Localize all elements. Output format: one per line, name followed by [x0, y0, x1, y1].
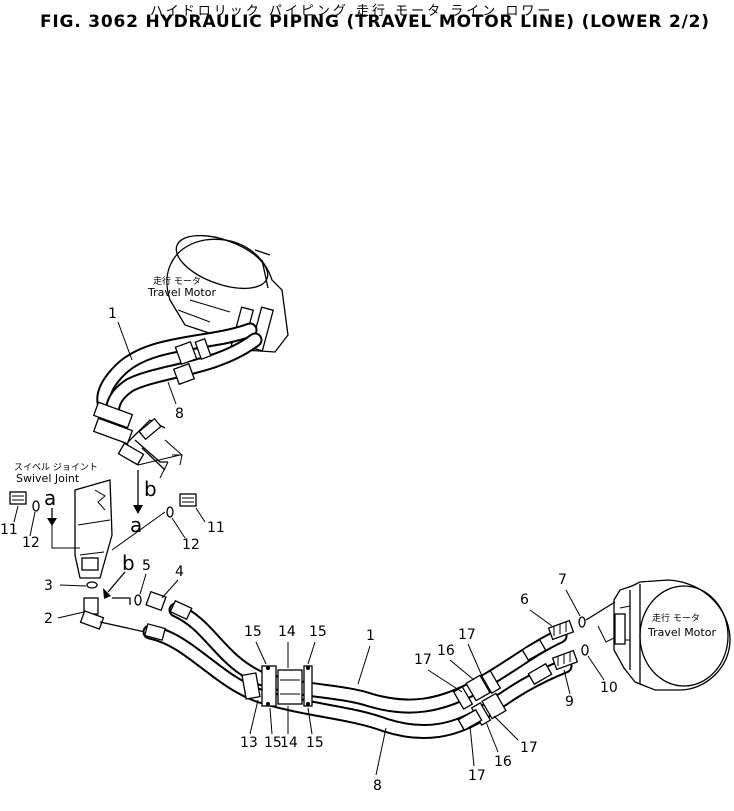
svg-text:12: 12	[22, 535, 40, 551]
svg-text:15: 15	[264, 735, 282, 751]
svg-text:a: a	[130, 513, 142, 537]
svg-text:3: 3	[44, 578, 53, 594]
svg-text:8: 8	[373, 778, 382, 794]
svg-text:17: 17	[520, 740, 538, 756]
svg-text:11: 11	[0, 522, 18, 538]
svg-text:5: 5	[142, 558, 151, 574]
svg-text:b: b	[144, 477, 157, 501]
svg-text:走行 モータ: 走行 モータ	[153, 275, 201, 287]
svg-text:6: 6	[520, 592, 529, 608]
svg-text:14: 14	[278, 624, 296, 640]
svg-text:9: 9	[565, 694, 574, 710]
fitting-6: 6 7	[520, 572, 619, 643]
clamp-right-labels: 17 16 17 17 16 17	[414, 627, 538, 784]
svg-text:7: 7	[558, 572, 567, 588]
svg-text:10: 10	[600, 680, 618, 696]
svg-text:Travel Motor: Travel Motor	[147, 286, 216, 299]
svg-text:17: 17	[468, 768, 486, 784]
svg-text:Travel Motor: Travel Motor	[647, 626, 716, 639]
swivel-view-letters: a b	[44, 486, 135, 599]
lower-hose-1	[168, 602, 568, 714]
svg-text:14: 14	[280, 735, 298, 751]
hose-end-fittings-left	[143, 599, 261, 700]
svg-text:15: 15	[244, 624, 262, 640]
lower-hose-8	[142, 624, 573, 740]
top-leaders: 1 8	[108, 306, 184, 479]
lower-hose-labels: 1 8	[357, 628, 387, 794]
swivel-joint	[51, 479, 166, 579]
svg-text:12: 12	[182, 537, 200, 553]
travel-motor-right	[613, 579, 731, 691]
svg-text:1: 1	[108, 306, 117, 322]
svg-text:13: 13	[240, 735, 258, 751]
svg-text:15: 15	[306, 735, 324, 751]
svg-text:スイベル ジョイント: スイベル ジョイント	[14, 463, 98, 473]
svg-text:2: 2	[44, 611, 53, 627]
svg-text:1: 1	[366, 628, 375, 644]
clamp-right	[452, 669, 507, 732]
clamp-left-labels: 15 14 15 13 15 14 15	[240, 624, 327, 751]
travel-motor-right-caption: 走行 モータ Travel Motor	[647, 612, 716, 639]
svg-text:b: b	[122, 551, 135, 575]
svg-text:16: 16	[437, 643, 455, 659]
upper-hose-pair	[92, 322, 263, 471]
elbow-fitting: 3 2	[44, 578, 146, 633]
svg-text:8: 8	[175, 406, 184, 422]
svg-text:a: a	[44, 486, 56, 510]
svg-text:11: 11	[207, 520, 225, 536]
svg-text:17: 17	[458, 627, 476, 643]
svg-text:Swivel Joint: Swivel Joint	[16, 472, 80, 485]
travel-motor-top-caption: 走行 モータ Travel Motor	[147, 275, 216, 299]
svg-text:走行 モータ: 走行 モータ	[652, 612, 700, 624]
adapter-fitting: 5 4	[134, 558, 184, 612]
swivel-joint-caption: スイベル ジョイント Swivel Joint	[14, 463, 98, 485]
svg-text:16: 16	[494, 754, 512, 770]
plug-right: 11 12	[166, 493, 225, 553]
svg-text:15: 15	[309, 624, 327, 640]
plug-left: 11 12	[0, 491, 40, 551]
svg-text:17: 17	[414, 652, 432, 668]
figure-title: FIG. 3062 HYDRAULIC PIPING (TRAVEL MOTOR…	[40, 12, 710, 32]
view-arrows-upper	[164, 439, 183, 466]
svg-text:4: 4	[175, 564, 184, 580]
clamp-left	[261, 665, 313, 707]
title-japanese: ハイドロリック パイピング 走行 モータ ライン ロワー	[150, 4, 554, 19]
fitting-9: 9 10	[551, 644, 618, 710]
hose-end-fittings-right	[521, 638, 553, 686]
